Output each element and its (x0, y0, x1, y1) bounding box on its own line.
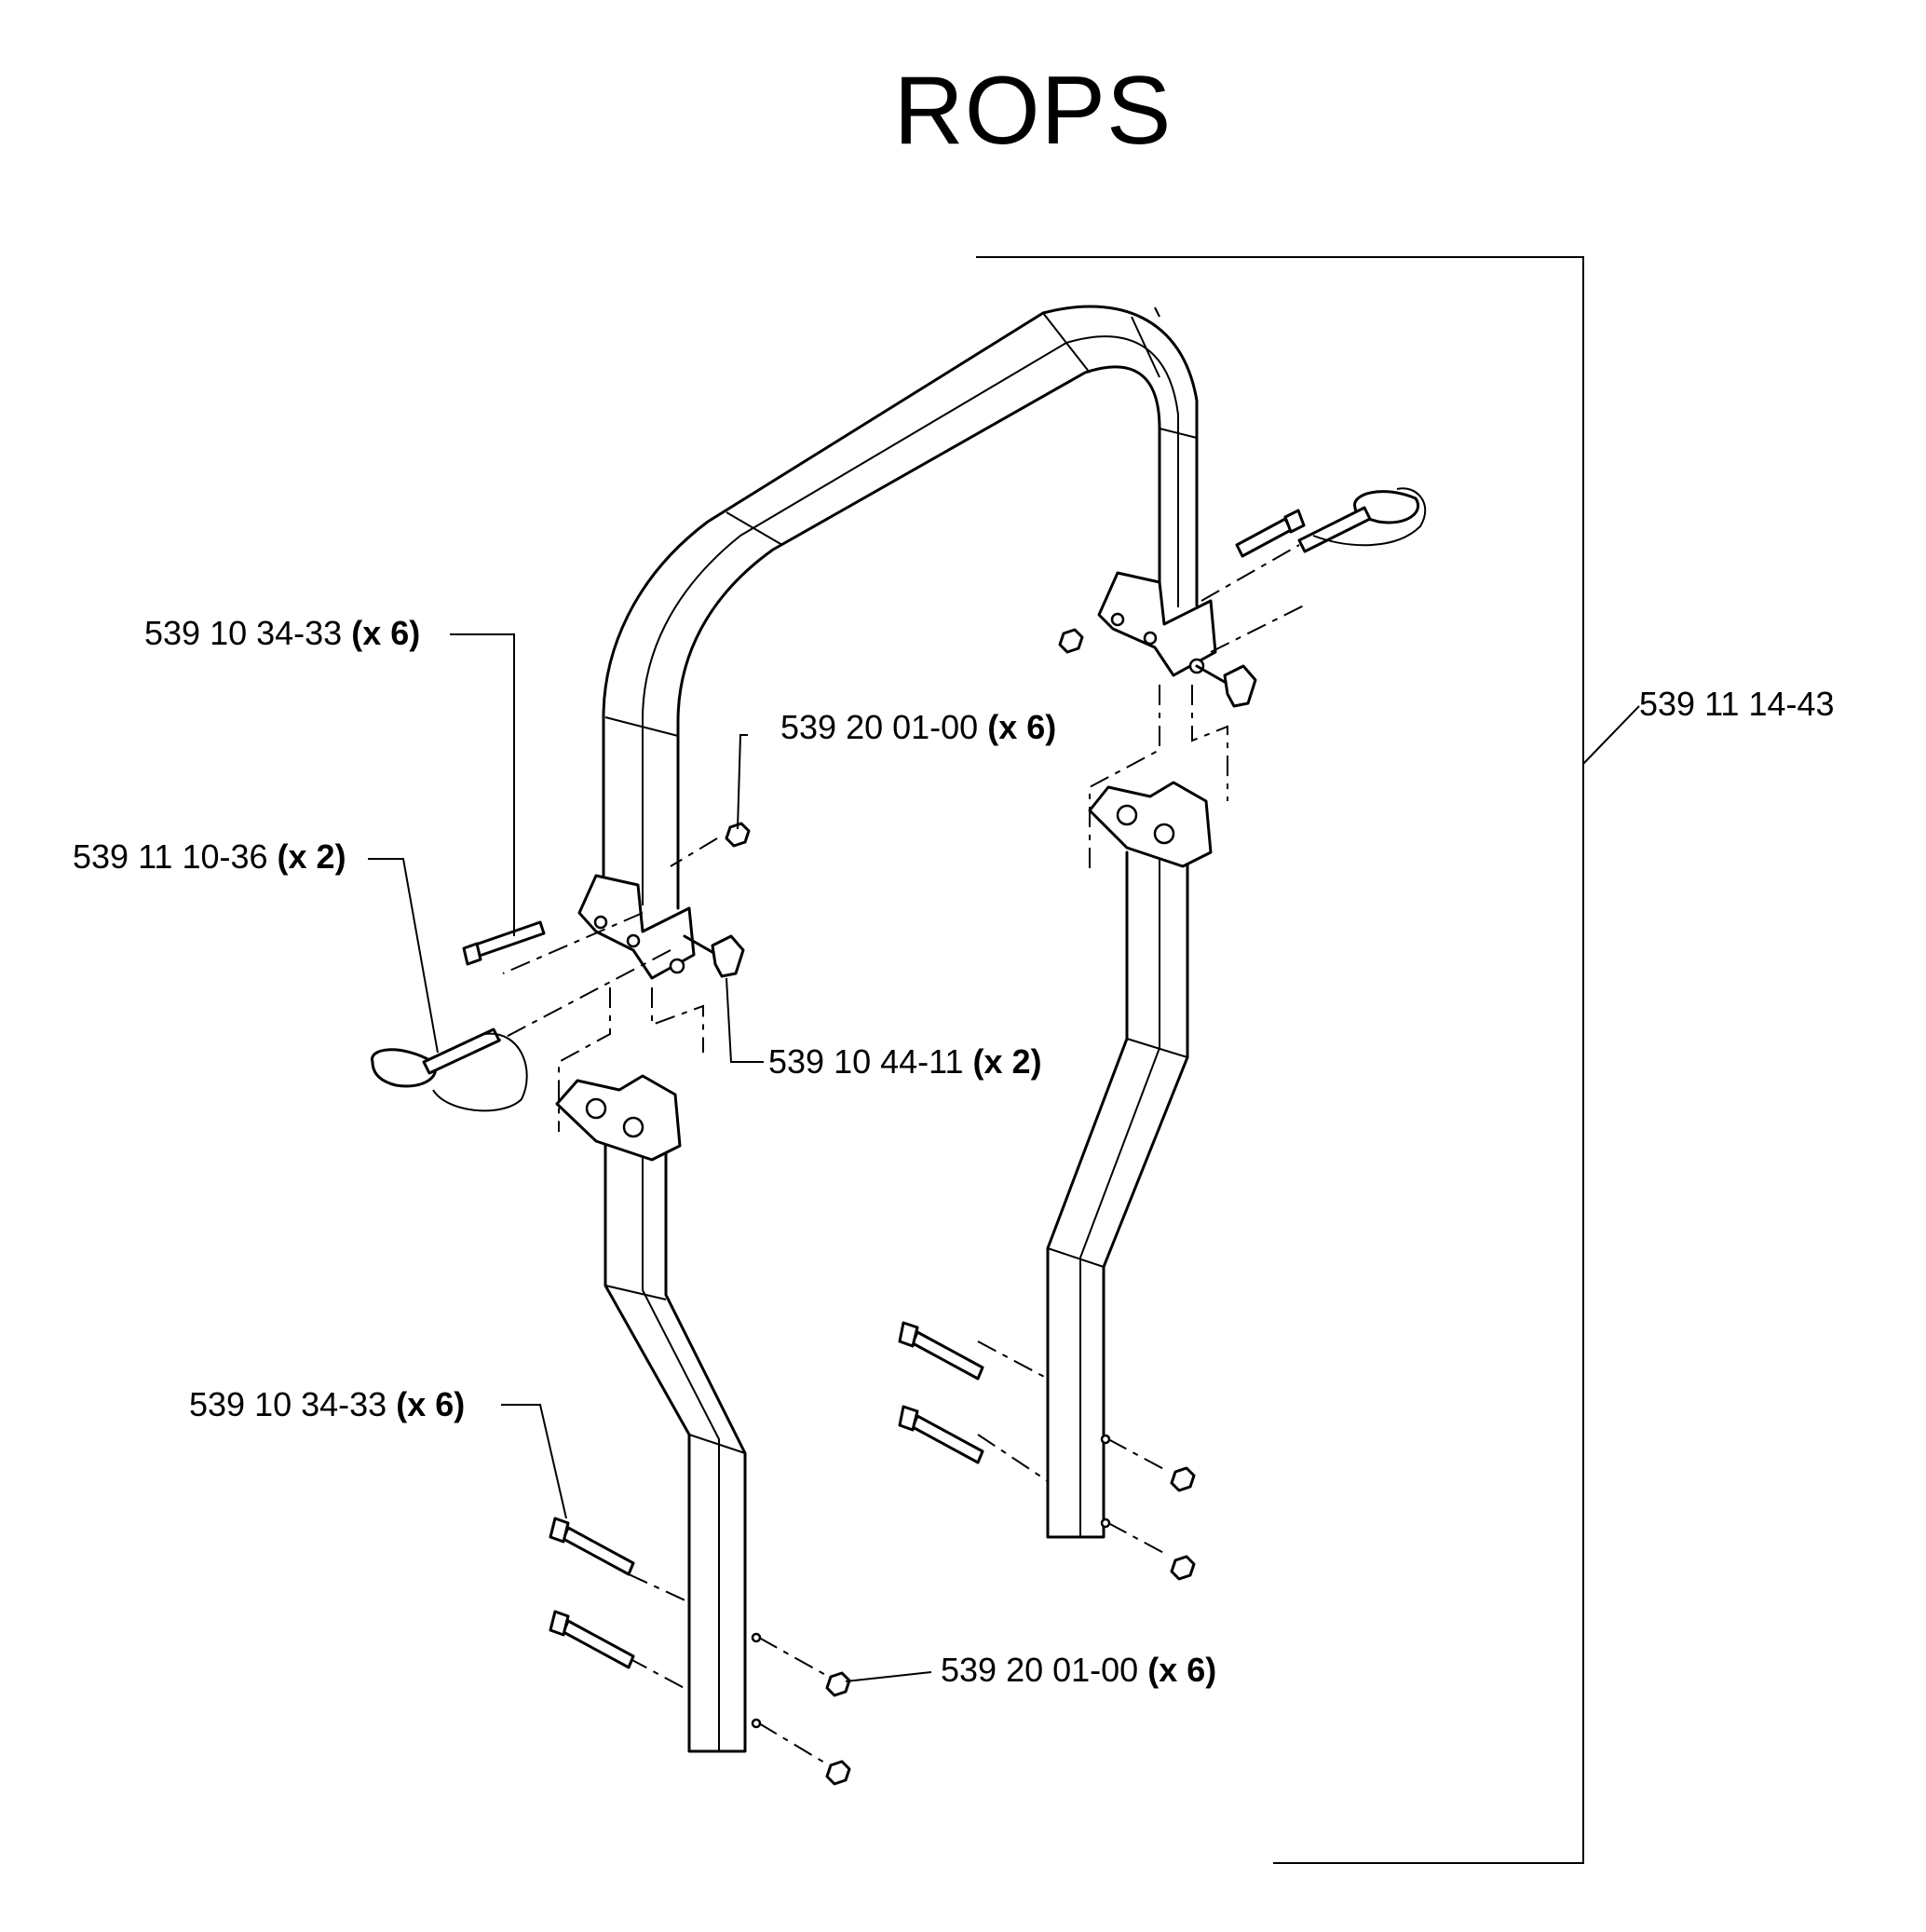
part-number: 539 20 01-00 (780, 708, 979, 746)
nut-icon (825, 1671, 851, 1697)
knob-icons (683, 664, 1257, 978)
right-lower-leg (1046, 781, 1213, 1539)
nut-icons (725, 628, 1196, 1786)
hitch-pin-icon (371, 1027, 528, 1112)
bolt-icon (549, 1517, 635, 1576)
bolt-icon (1235, 509, 1306, 558)
callout-bolt-lower: 539 10 34-33 (x 6) (189, 1386, 465, 1423)
quantity: (x 6) (987, 708, 1057, 746)
part-number: 539 10 44-11 (768, 1042, 964, 1081)
part-number: 539 10 34-33 (144, 614, 343, 652)
assembly-bracket (976, 256, 1640, 1864)
bolt-icon (462, 920, 546, 966)
bolt-icon (898, 1405, 984, 1464)
nut-icon (725, 822, 751, 848)
callout-nut-lower: 539 20 01-00 (x 6) (941, 1652, 1216, 1689)
quantity: (x 6) (1147, 1651, 1217, 1689)
bolt-icon (898, 1321, 984, 1381)
part-number: 539 11 14-43 (1639, 685, 1835, 723)
left-lower-leg (555, 1074, 762, 1753)
hitch-pin-icon (1297, 487, 1427, 553)
right-upper-bracket (1097, 571, 1217, 677)
bolt-icon (549, 1610, 635, 1669)
assembly-guides (493, 544, 1305, 1766)
nut-icon (1170, 1555, 1196, 1581)
knob-icon (1195, 664, 1257, 708)
page-title: ROPS (893, 57, 1173, 165)
nut-icon (825, 1760, 851, 1786)
nut-icon (1058, 628, 1084, 654)
quantity: (x 6) (351, 614, 421, 652)
bolt-icons (462, 509, 1306, 1669)
pin-icons (371, 487, 1427, 1112)
callout-assembly: 539 11 14-43 (1639, 686, 1835, 723)
part-number: 539 11 10-36 (73, 837, 268, 876)
callout-bolt-upper: 539 10 34-33 (x 6) (144, 615, 420, 652)
quantity: (x 2) (972, 1042, 1042, 1081)
callout-pin: 539 11 10-36 (x 2) (73, 838, 346, 876)
quantity: (x 2) (277, 837, 346, 876)
upper-hoop (602, 305, 1199, 910)
knob-icon (683, 934, 745, 978)
part-number: 539 20 01-00 (941, 1651, 1139, 1689)
quantity: (x 6) (396, 1385, 466, 1423)
part-number: 539 10 34-33 (189, 1385, 387, 1423)
callout-knob: 539 10 44-11 (x 2) (768, 1043, 1042, 1081)
leader-lines (368, 633, 932, 1682)
nut-icon (1170, 1466, 1196, 1492)
callout-nut-upper: 539 20 01-00 (x 6) (780, 709, 1056, 746)
